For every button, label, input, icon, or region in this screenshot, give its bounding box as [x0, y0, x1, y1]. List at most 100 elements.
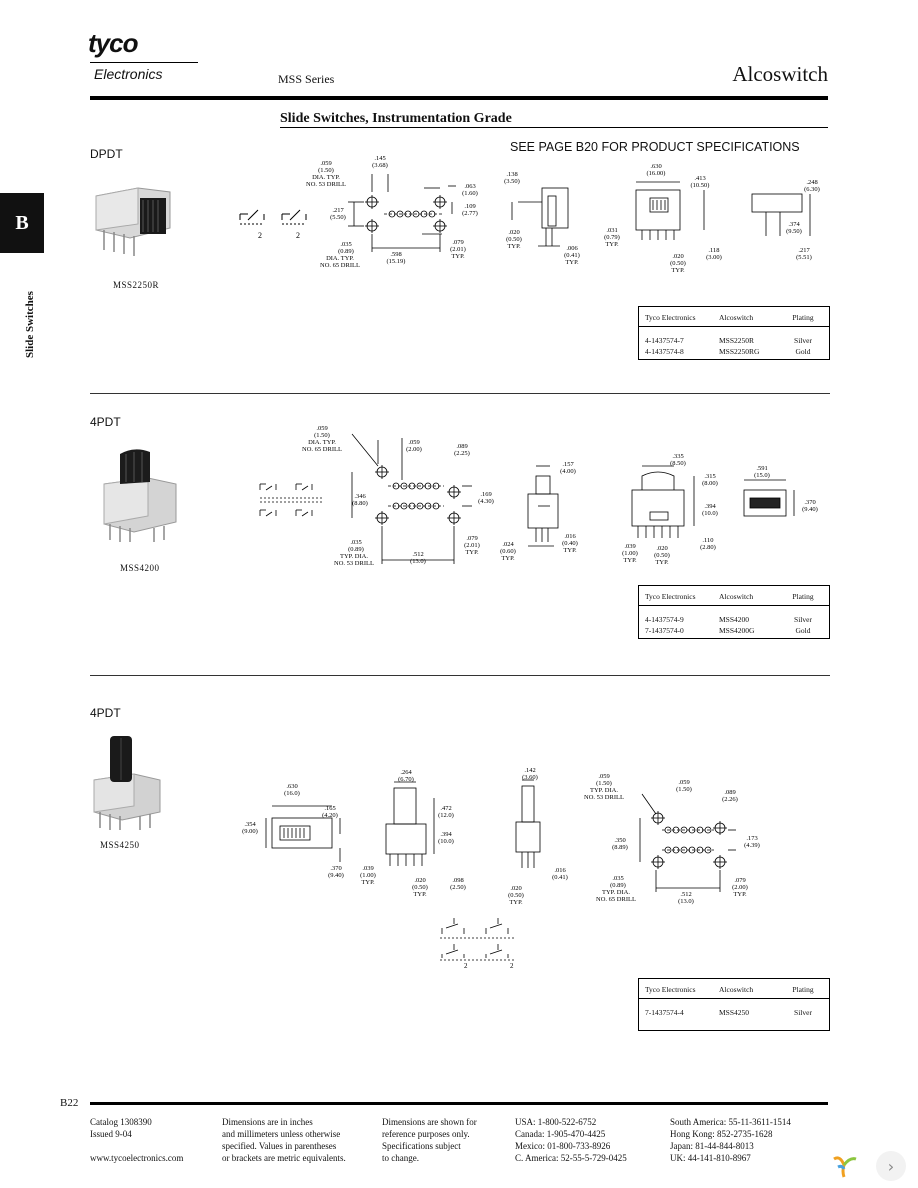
dim-text: .169 [480, 491, 491, 498]
dim-text: (0.50) [670, 260, 686, 267]
dim-text: .630 [286, 783, 297, 790]
dim-text: (2.26) [722, 796, 738, 803]
dim-text: DIA. TYP. [326, 255, 354, 262]
footer-line: UK: 44-141-810-8967 [670, 1153, 751, 1163]
dim-text: (8.00) [702, 480, 718, 487]
dim-text: .512 [412, 551, 423, 558]
section-tab[interactable]: B [0, 193, 44, 253]
table-cell: Silver [794, 1008, 812, 1017]
part-table: Tyco Electronics Alcoswitch Plating 4-14… [638, 306, 830, 360]
dim-text: (9.00) [242, 828, 258, 835]
dim-text: TYP. [605, 241, 619, 248]
dim-text: NO. 65 DRILL [320, 262, 360, 269]
dim-text: .248 [806, 179, 817, 186]
table-cell: MSS2250RG [719, 347, 760, 356]
dim-text: (2.50) [450, 884, 466, 891]
brand-name: Alcoswitch [732, 62, 828, 86]
footer-line: C. America: 52-55-5-729-0425 [515, 1153, 627, 1163]
dim-text: TYP. DIA. [340, 553, 368, 560]
schematic-label: 2 [296, 231, 300, 240]
section-divider [90, 675, 830, 676]
dim-text: .157 [562, 461, 574, 468]
dim-text: TYP. [501, 555, 515, 562]
dim-text: .020 [508, 229, 519, 236]
footer-line: Japan: 81-44-844-8013 [670, 1141, 754, 1151]
dim-text: .020 [656, 545, 667, 552]
dim-text: (9.40) [802, 506, 818, 513]
table-header-cell: Alcoswitch [719, 313, 754, 322]
dim-text: .020 [672, 253, 683, 260]
dim-text: .079 [734, 877, 745, 884]
dim-text: (0.79) [604, 234, 620, 241]
dim-text: (10.50) [691, 182, 710, 189]
dim-text: (0.40) [562, 540, 578, 547]
table-cell: 4-1437574-7 [645, 336, 684, 345]
top-view-drawing-4pdt: .591 (15.0) .370 (9.40) [743, 465, 818, 517]
part-number-label: MSS4250 [100, 840, 140, 850]
dim-text: .394 [704, 503, 716, 510]
part-number-label: MSS4200 [120, 563, 160, 573]
side-view-drawing-4pdt-b: .142 (3.60) .016 (0.41) .020 (0.50) TYP. [508, 767, 568, 906]
dim-text: (0.50) [506, 236, 522, 243]
dim-text: TYP. [465, 549, 479, 556]
dim-text: NO. 53 DRILL [334, 560, 374, 567]
table-cell: Silver [794, 336, 812, 345]
dim-text: TYP. DIA. [590, 787, 618, 794]
electronics-logo-text: Electronics [94, 66, 163, 82]
section-label: 4PDT [90, 706, 121, 720]
see-page-note: SEE PAGE B20 FOR PRODUCT SPECIFICATIONS [510, 140, 800, 154]
dim-text: TYP. [565, 259, 579, 266]
next-page-button[interactable]: › [876, 1151, 906, 1181]
dim-text: .374 [788, 221, 800, 228]
dim-text: .039 [362, 865, 373, 872]
dim-text: .472 [440, 805, 451, 812]
dim-text: .598 [390, 251, 401, 258]
dim-text: (2.01) [450, 246, 466, 253]
footer-line: Hong Kong: 852-2735-1628 [670, 1129, 773, 1139]
dim-text: TYP. [507, 243, 521, 250]
dim-text: (0.50) [412, 884, 428, 891]
side-view-drawing-4pdt: .157 (4.00) .024 (0.60) TYP. .016 (0.40)… [500, 461, 578, 562]
table-header-cell: Tyco Electronics [645, 592, 696, 601]
dim-text: .035 [340, 241, 351, 248]
dim-text: NO. 65 DRILL [596, 896, 636, 903]
dim-text: (1.00) [360, 872, 376, 879]
dim-text: .035 [612, 875, 623, 882]
table-cell: MSS4250 [719, 1008, 750, 1017]
dim-text: TYP. [671, 267, 685, 274]
dim-text: (13.0) [410, 558, 426, 565]
side-view-drawing-dpdt: .138 (3.50) .020 (0.50) TYP. .006 (0.41)… [504, 171, 580, 266]
footer-website-link[interactable]: www.tycoelectronics.com [90, 1153, 184, 1163]
footer-line: Specifications subject [382, 1141, 461, 1151]
section-tab-letter: B [15, 211, 29, 234]
dim-text: .059 [598, 773, 609, 780]
table-cell: Gold [795, 347, 811, 356]
dpdt-schematic: 2 2 [239, 209, 307, 240]
dim-text: .089 [724, 789, 735, 796]
dim-text: .138 [506, 171, 517, 178]
dim-text: .118 [708, 247, 719, 254]
footer-line: to change. [382, 1153, 419, 1163]
top-view-drawing-4pdt-b: .630 (16.0) .165 (4.20) .354 (9.00) .370… [242, 783, 344, 879]
viewer-logo-icon[interactable] [826, 1151, 862, 1181]
front-view-drawing-4pdt: .335 (8.50) .315 (8.00) .394 (10.0) .039… [622, 453, 718, 566]
4pdt-schematic-b: 2 2 [440, 918, 516, 970]
footer-line: Canada: 1-905-470-4425 [515, 1129, 606, 1139]
table-row: 7-1437574-0 MSS4200G Gold [639, 625, 829, 636]
section-label: 4PDT [90, 415, 121, 429]
dim-text: (0.50) [508, 892, 524, 899]
front-view-drawing-dpdt: .630 (16.00) .413 (10.50) .031 (0.79) TY… [604, 163, 722, 274]
page-number: B22 [60, 1097, 79, 1109]
dim-text: .630 [650, 163, 661, 170]
dim-text: (8.50) [670, 460, 686, 467]
dim-text: .512 [680, 891, 691, 898]
dim-text: (0.50) [654, 552, 670, 559]
footer-line: Issued 9-04 [90, 1129, 132, 1139]
dim-text: .089 [456, 443, 467, 450]
part-table: Tyco Electronics Alcoswitch Plating 4-14… [638, 585, 830, 639]
dim-text: (10.0) [702, 510, 718, 517]
logo-rule [90, 62, 198, 63]
dim-text: .098 [452, 877, 463, 884]
footer-line: Dimensions are shown for [382, 1117, 477, 1127]
dim-text: TYP. [623, 557, 637, 564]
